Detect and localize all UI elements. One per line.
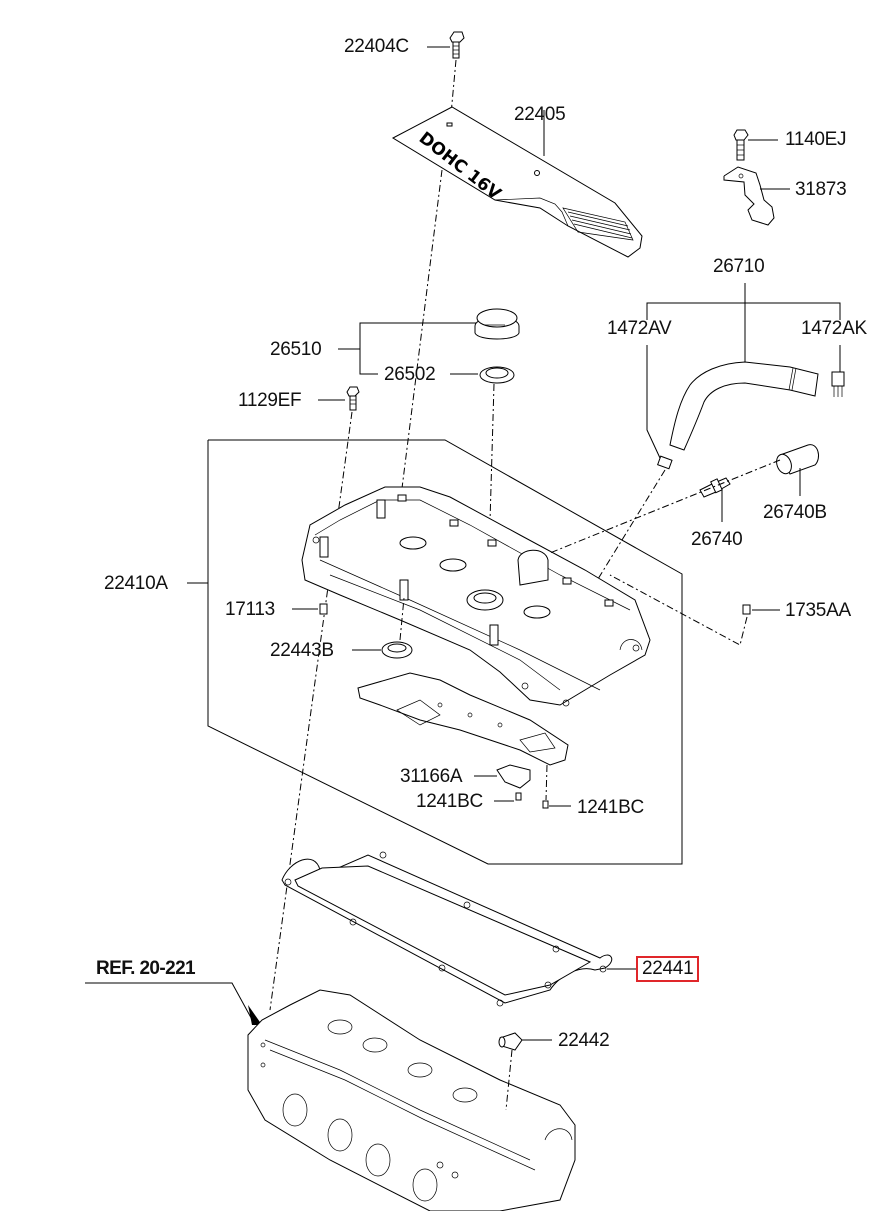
reference-leader: [85, 982, 256, 1026]
part-label-1140ej[interactable]: 1140EJ: [785, 129, 847, 150]
assembly-line: [269, 411, 353, 1011]
pcv-hose-26740b-icon: [776, 444, 819, 475]
rocker-cover-22410a-icon: [301, 486, 651, 707]
part-label-1241bc-right[interactable]: 1241BC: [577, 797, 644, 818]
part-label-26740b[interactable]: 26740B: [763, 502, 827, 523]
part-label-22405[interactable]: 22405: [514, 104, 566, 125]
part-label-1472ak[interactable]: 1472AK: [801, 318, 867, 339]
assembly-line: [449, 59, 457, 126]
cylinder-head-icon: [247, 989, 576, 1211]
assembly-line: [397, 169, 443, 521]
part-label-22442[interactable]: 22442: [558, 1030, 610, 1051]
baffle-plate-icon: [357, 672, 569, 766]
part-label-1472av[interactable]: 1472AV: [607, 318, 672, 339]
bolt-1140ej-icon: [733, 129, 749, 161]
leader-26510: [338, 322, 478, 350]
part-label-26510[interactable]: 26510: [270, 339, 322, 360]
part-label-1129ef[interactable]: 1129EF: [238, 390, 302, 411]
part-label-1735aa[interactable]: 1735AA: [785, 600, 851, 621]
plug-22442-icon: [498, 1032, 523, 1051]
reference-label[interactable]: REF. 20-221: [96, 958, 196, 979]
clamp-1472av-icon: [657, 455, 673, 470]
part-label-22441-highlighted[interactable]: 22441: [636, 956, 700, 982]
part-label-22404c[interactable]: 22404C: [344, 36, 409, 57]
pcv-valve-26740-icon: [699, 477, 731, 498]
seal-22443b-icon: [381, 641, 413, 659]
part-label-1241bc-left[interactable]: 1241BC: [416, 791, 483, 812]
gasket-26502-icon: [479, 366, 515, 384]
leader-26510-bracket: [359, 349, 378, 375]
baffle-31166a-icon: [496, 764, 531, 789]
screw-1241bc-right-icon: [542, 800, 549, 809]
bracket-31873-icon: [723, 166, 775, 226]
assembly-line: [545, 764, 548, 801]
assembly-line: [549, 459, 781, 554]
plug-17113-icon: [319, 603, 328, 615]
bolt-22404c-icon: [449, 31, 465, 59]
part-label-31166a[interactable]: 31166A: [400, 766, 463, 787]
part-label-17113[interactable]: 17113: [225, 599, 275, 620]
engine-cover-22405-icon: DOHC 16V: [391, 106, 643, 258]
rocker-cover-assembly-frame: [207, 439, 683, 865]
part-label-26710[interactable]: 26710: [713, 256, 765, 277]
screw-1241bc-left-icon: [515, 792, 522, 801]
part-label-31873[interactable]: 31873: [795, 179, 847, 200]
part-label-26502[interactable]: 26502: [384, 364, 436, 385]
leader-26710-bracket: [646, 302, 841, 320]
leader-1472av: [646, 345, 661, 459]
clamp-1472ak-icon: [831, 371, 845, 397]
part-label-22443b[interactable]: 22443B: [270, 640, 334, 661]
oil-cap-26510-icon: [474, 308, 520, 340]
breather-hose-26710-icon: [669, 361, 819, 451]
assembly-line: [505, 1049, 513, 1111]
assembly-line: [399, 597, 405, 641]
assembly-line: [589, 469, 666, 593]
gasket-22441-icon: [281, 851, 613, 1007]
bolt-1129ef-icon: [346, 386, 360, 411]
reference-arrow-icon: [248, 1005, 262, 1025]
part-label-22410a[interactable]: 22410A: [104, 573, 168, 594]
nut-1735aa-icon: [742, 604, 751, 615]
part-label-26740[interactable]: 26740: [691, 529, 743, 550]
